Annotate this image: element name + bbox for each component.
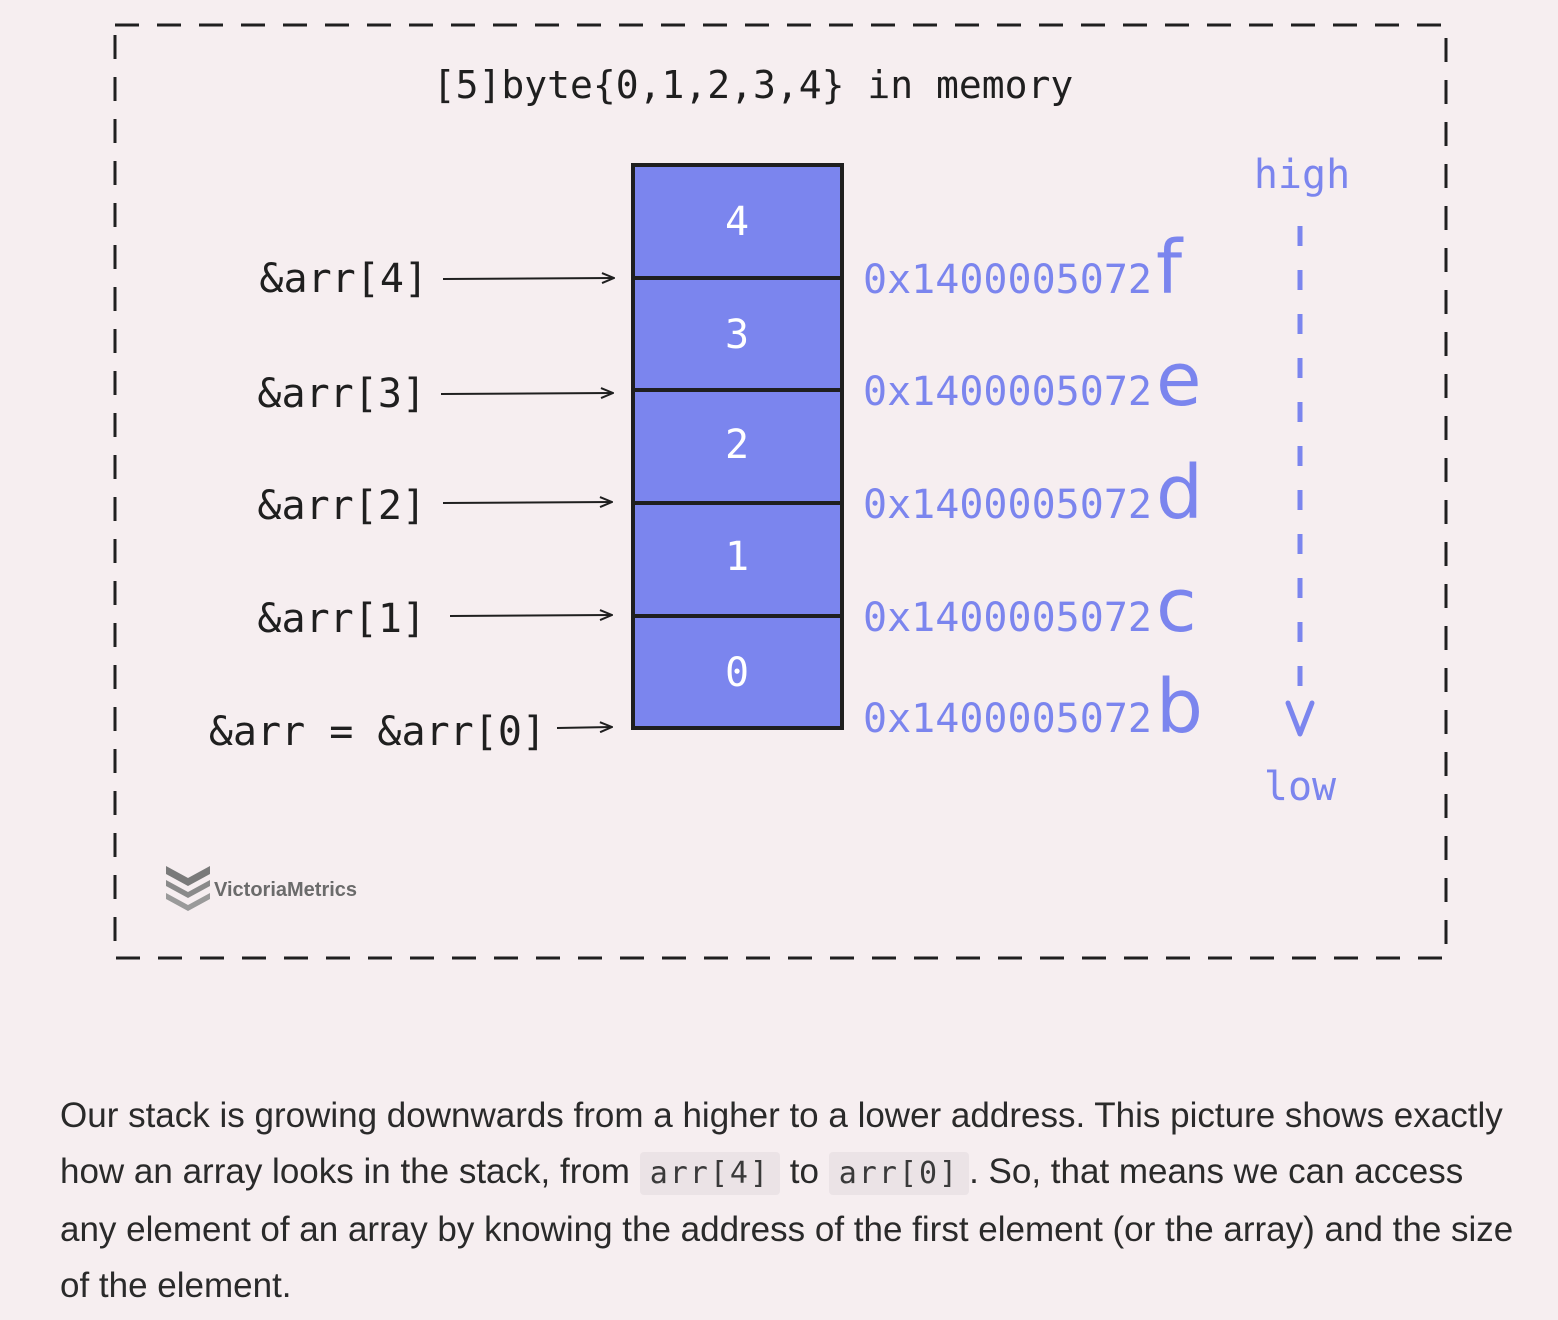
memory-diagram: [5]byte{0,1,2,3,4} in memory 4 3 2 1 0 &… (113, 23, 1448, 960)
address-label: 0x1400005072c (863, 563, 1197, 649)
pointer-arrow (442, 502, 612, 503)
memory-cells: 4 3 2 1 0 (631, 163, 844, 730)
caption-paragraph: Our stack is growing downwards from a hi… (60, 1088, 1520, 1314)
logo-text: VictoriaMetrics (214, 879, 357, 901)
inline-code-arr4: arr[4] (639, 1152, 781, 1195)
caption-text: . So, that means we can access any eleme… (60, 1152, 1514, 1305)
memory-cell: 0 (631, 614, 844, 730)
pointer-label: &arr[4] (259, 256, 428, 302)
diagram-title: [5]byte{0,1,2,3,4} in memory (433, 63, 1074, 107)
cell-value: 3 (725, 312, 749, 358)
address-label: 0x1400005072f (863, 225, 1184, 311)
memory-cell: 3 (631, 276, 844, 392)
pointer-label: &arr[2] (257, 483, 426, 529)
cell-value: 2 (725, 422, 749, 468)
address-label: 0x1400005072e (863, 337, 1202, 423)
pointer-arrow (449, 615, 612, 616)
cell-value: 4 (725, 199, 749, 245)
direction-arrow-head (1285, 700, 1315, 737)
cell-value: 1 (725, 534, 749, 580)
pointer-arrow (440, 393, 613, 394)
inline-code-arr0: arr[0] (828, 1152, 970, 1195)
direction-low-label: low (1264, 764, 1337, 810)
logo-icon (166, 866, 210, 886)
pointer-label: &arr[3] (257, 371, 426, 417)
pointer-label: &arr = &arr[0] (209, 709, 546, 755)
direction-high-label: high (1254, 152, 1350, 198)
memory-cell: 1 (631, 501, 844, 618)
caption-text: to (780, 1152, 829, 1191)
memory-cell: 2 (631, 388, 844, 505)
address-label: 0x1400005072b (863, 664, 1203, 750)
caption-text: Our stack is growing downwards from a hi… (60, 1096, 1503, 1191)
address-label: 0x1400005072d (863, 450, 1203, 536)
memory-cell: 4 (631, 163, 844, 280)
cell-value: 0 (725, 650, 749, 696)
pointer-label: &arr[1] (257, 596, 426, 642)
pointer-arrow (556, 727, 612, 728)
victoriametrics-logo: VictoriaMetrics (166, 866, 357, 911)
pointer-arrow (442, 278, 614, 279)
